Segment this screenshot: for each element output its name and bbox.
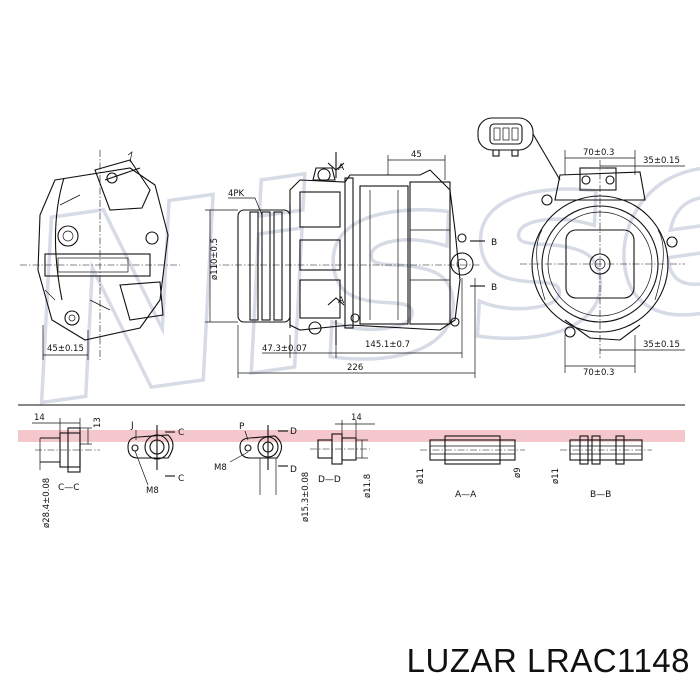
d3-mark-bottom: D <box>290 465 297 475</box>
dim-right-top-width: 70±0.3 <box>583 148 614 158</box>
watermark-logo: Nissens <box>2 20 700 463</box>
section-mark-b-top: B <box>491 238 497 248</box>
product-caption: LUZAR LRAC1148 <box>406 642 690 679</box>
d3-thread: M8 <box>214 463 227 473</box>
d3-mark-top: D <box>290 427 297 437</box>
d2-mark-top: C <box>178 428 184 438</box>
section-mark-a-top: A <box>338 163 345 173</box>
d2-thread: M8 <box>146 486 159 496</box>
d4-section: D—D <box>318 475 341 485</box>
d2-mark-bottom: C <box>178 474 184 484</box>
dim-top-45: 45 <box>411 150 422 160</box>
section-mark-a-bottom: A <box>338 296 345 306</box>
d4-width: 14 <box>351 413 362 423</box>
d1-dia: ø28.4±0.08 <box>42 478 52 528</box>
detail-5-section-aa: ø11 ø9 A—A <box>416 435 525 500</box>
d6-left: ø11 <box>551 468 561 484</box>
d1-width: 14 <box>34 413 45 423</box>
detail-1-fitting: 14 13 ø28.4±0.08 C—C <box>32 413 103 528</box>
center-front-view: A A B B 4PK ø110±0.5 45 47.3±0.07 145.1±… <box>205 150 497 378</box>
dim-overall-length: 226 <box>347 363 363 373</box>
detail-3-flange-p: P D D M8 ø15.3±0.08 <box>214 422 311 522</box>
section-mark-b-bottom: B <box>491 283 497 293</box>
d4-height: ø11.8 <box>363 474 373 498</box>
detail-4-fitting: 14 ø11.8 D—D <box>310 413 375 498</box>
left-side-view: 45±0.15 <box>20 150 180 360</box>
dim-left-width: 45±0.15 <box>47 344 84 354</box>
d1-section: C—C <box>58 483 80 493</box>
dim-right-top-offset: 35±0.15 <box>643 156 680 166</box>
d6-section: B—B <box>590 490 611 500</box>
d5-left: ø11 <box>416 468 426 484</box>
dim-right-bottom-offset: 35±0.15 <box>643 340 680 350</box>
details-row: 14 13 ø28.4±0.08 C—C J C C M8 <box>18 404 685 528</box>
dim-right-bottom-width: 70±0.3 <box>583 368 614 378</box>
d3-label: P <box>239 422 245 432</box>
dim-hub-offset: 47.3±0.07 <box>262 344 307 354</box>
pulley-type-label: 4PK <box>228 189 245 199</box>
dim-mount-span: 145.1±0.7 <box>365 340 410 350</box>
right-pulley-view: 70±0.3 35±0.15 35±0.15 70±0.3 <box>477 117 685 378</box>
d5-right: ø9 <box>513 467 523 478</box>
watermark-text: Nissens <box>4 22 700 462</box>
d1-height: 13 <box>93 417 103 428</box>
d3-dia: ø15.3±0.08 <box>301 472 311 522</box>
dim-pulley-dia: ø110±0.5 <box>210 238 220 280</box>
d5-section: A—A <box>455 490 477 500</box>
pink-band <box>18 430 685 442</box>
detail-2-flange-j: J C C M8 <box>127 421 184 496</box>
d2-label: J <box>130 421 134 431</box>
detail-6-section-bb: ø11 B—B <box>551 435 652 500</box>
